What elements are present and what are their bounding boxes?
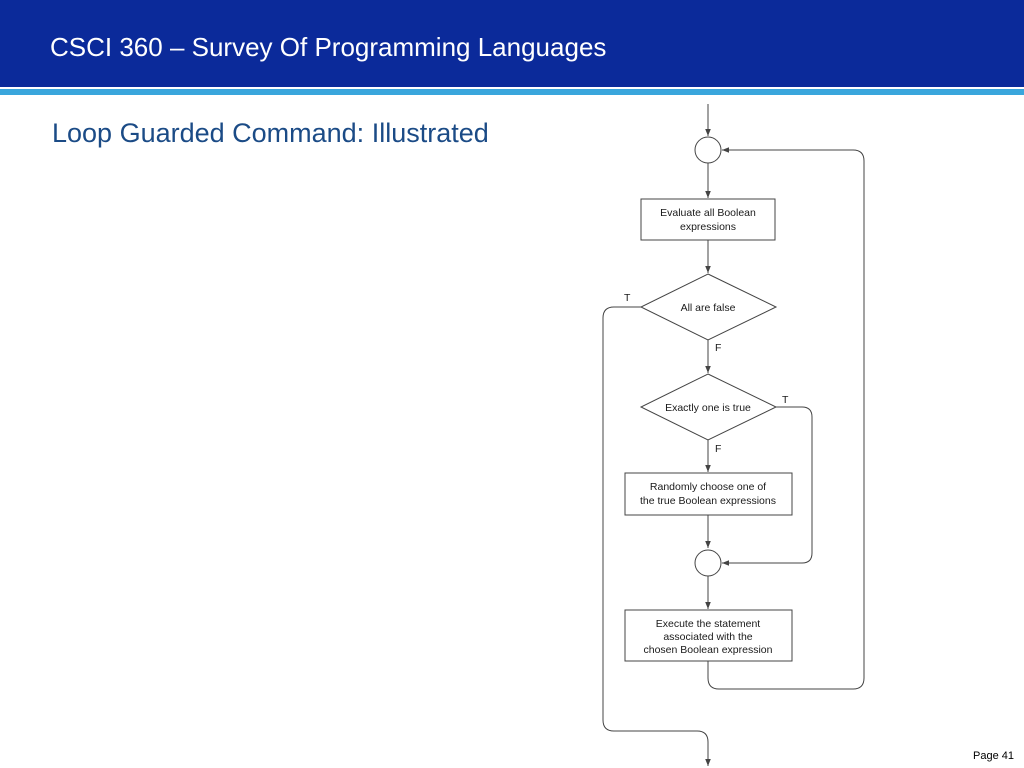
slide-title: Loop Guarded Command: Illustrated: [52, 118, 489, 148]
page-number: Page 41: [973, 750, 1014, 762]
evaluate-box: [640, 198, 776, 241]
merge-connector: [694, 549, 722, 577]
random-choice-box: [624, 472, 793, 516]
execute-line-3: chosen Boolean expression: [643, 644, 772, 656]
exactly-one-false-label: F: [715, 443, 721, 455]
evaluate-line-1: Evaluate all Boolean: [660, 207, 756, 219]
exactly-one-true-edge: [722, 406, 813, 566]
execute-line-2: associated with the: [663, 631, 752, 643]
loop-start-connector: [694, 136, 722, 164]
all-false-false-label: F: [715, 342, 721, 354]
random-line-1: Randomly choose one of: [650, 481, 766, 493]
header-bar: CSCI 360 – Survey Of Programming Languag…: [0, 0, 1024, 87]
evaluate-line-2: expressions: [680, 221, 736, 233]
all-false-label: All are false: [681, 302, 736, 314]
exit-edge: [602, 306, 711, 766]
course-title: CSCI 360 – Survey Of Programming Languag…: [50, 32, 607, 62]
execute-line-1: Execute the statement: [656, 618, 761, 630]
execute-box: [624, 609, 793, 662]
accent-stripe: [0, 89, 1024, 95]
exactly-one-true-label: T: [782, 394, 789, 406]
loop-back-edge: [707, 147, 865, 690]
exactly-one-label: Exactly one is true: [665, 402, 751, 414]
random-line-2: the true Boolean expressions: [640, 495, 776, 507]
header-divider: [0, 87, 1024, 89]
all-false-true-label: T: [624, 292, 631, 304]
